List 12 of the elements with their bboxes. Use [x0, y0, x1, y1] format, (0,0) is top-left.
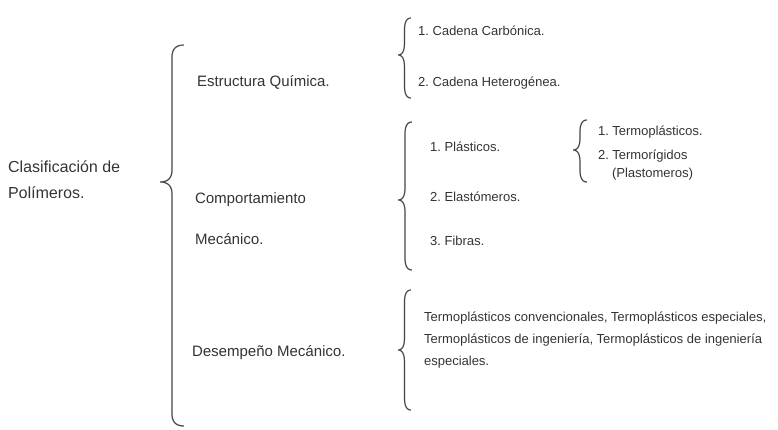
- list-item: 2. Termorígidos (Plastomeros): [598, 146, 694, 182]
- description-text: Termoplásticos convencionales, Termoplásticos especiales, Termoplásticos de ingeniería, Termoplásticos de ingeniería especiales.: [424, 308, 768, 370]
- category-title: Clasificación de Polímeros.: [8, 158, 122, 204]
- list-item: 2. Cadena Heterogénea.: [418, 73, 562, 91]
- list-item: 2. Elastómeros.: [430, 188, 522, 206]
- category-label: Estructura Química.: [197, 72, 331, 92]
- list-item: 3. Fibras.: [430, 232, 486, 250]
- category-label: Desempeño Mecánico.: [192, 342, 346, 362]
- list-item: 1. Plásticos.: [430, 138, 502, 156]
- list-item: 1. Termoplásticos.: [598, 122, 704, 140]
- category-label: Comportamiento Mecánico.: [195, 189, 307, 250]
- list-item: 1. Cadena Carbónica.: [418, 22, 546, 40]
